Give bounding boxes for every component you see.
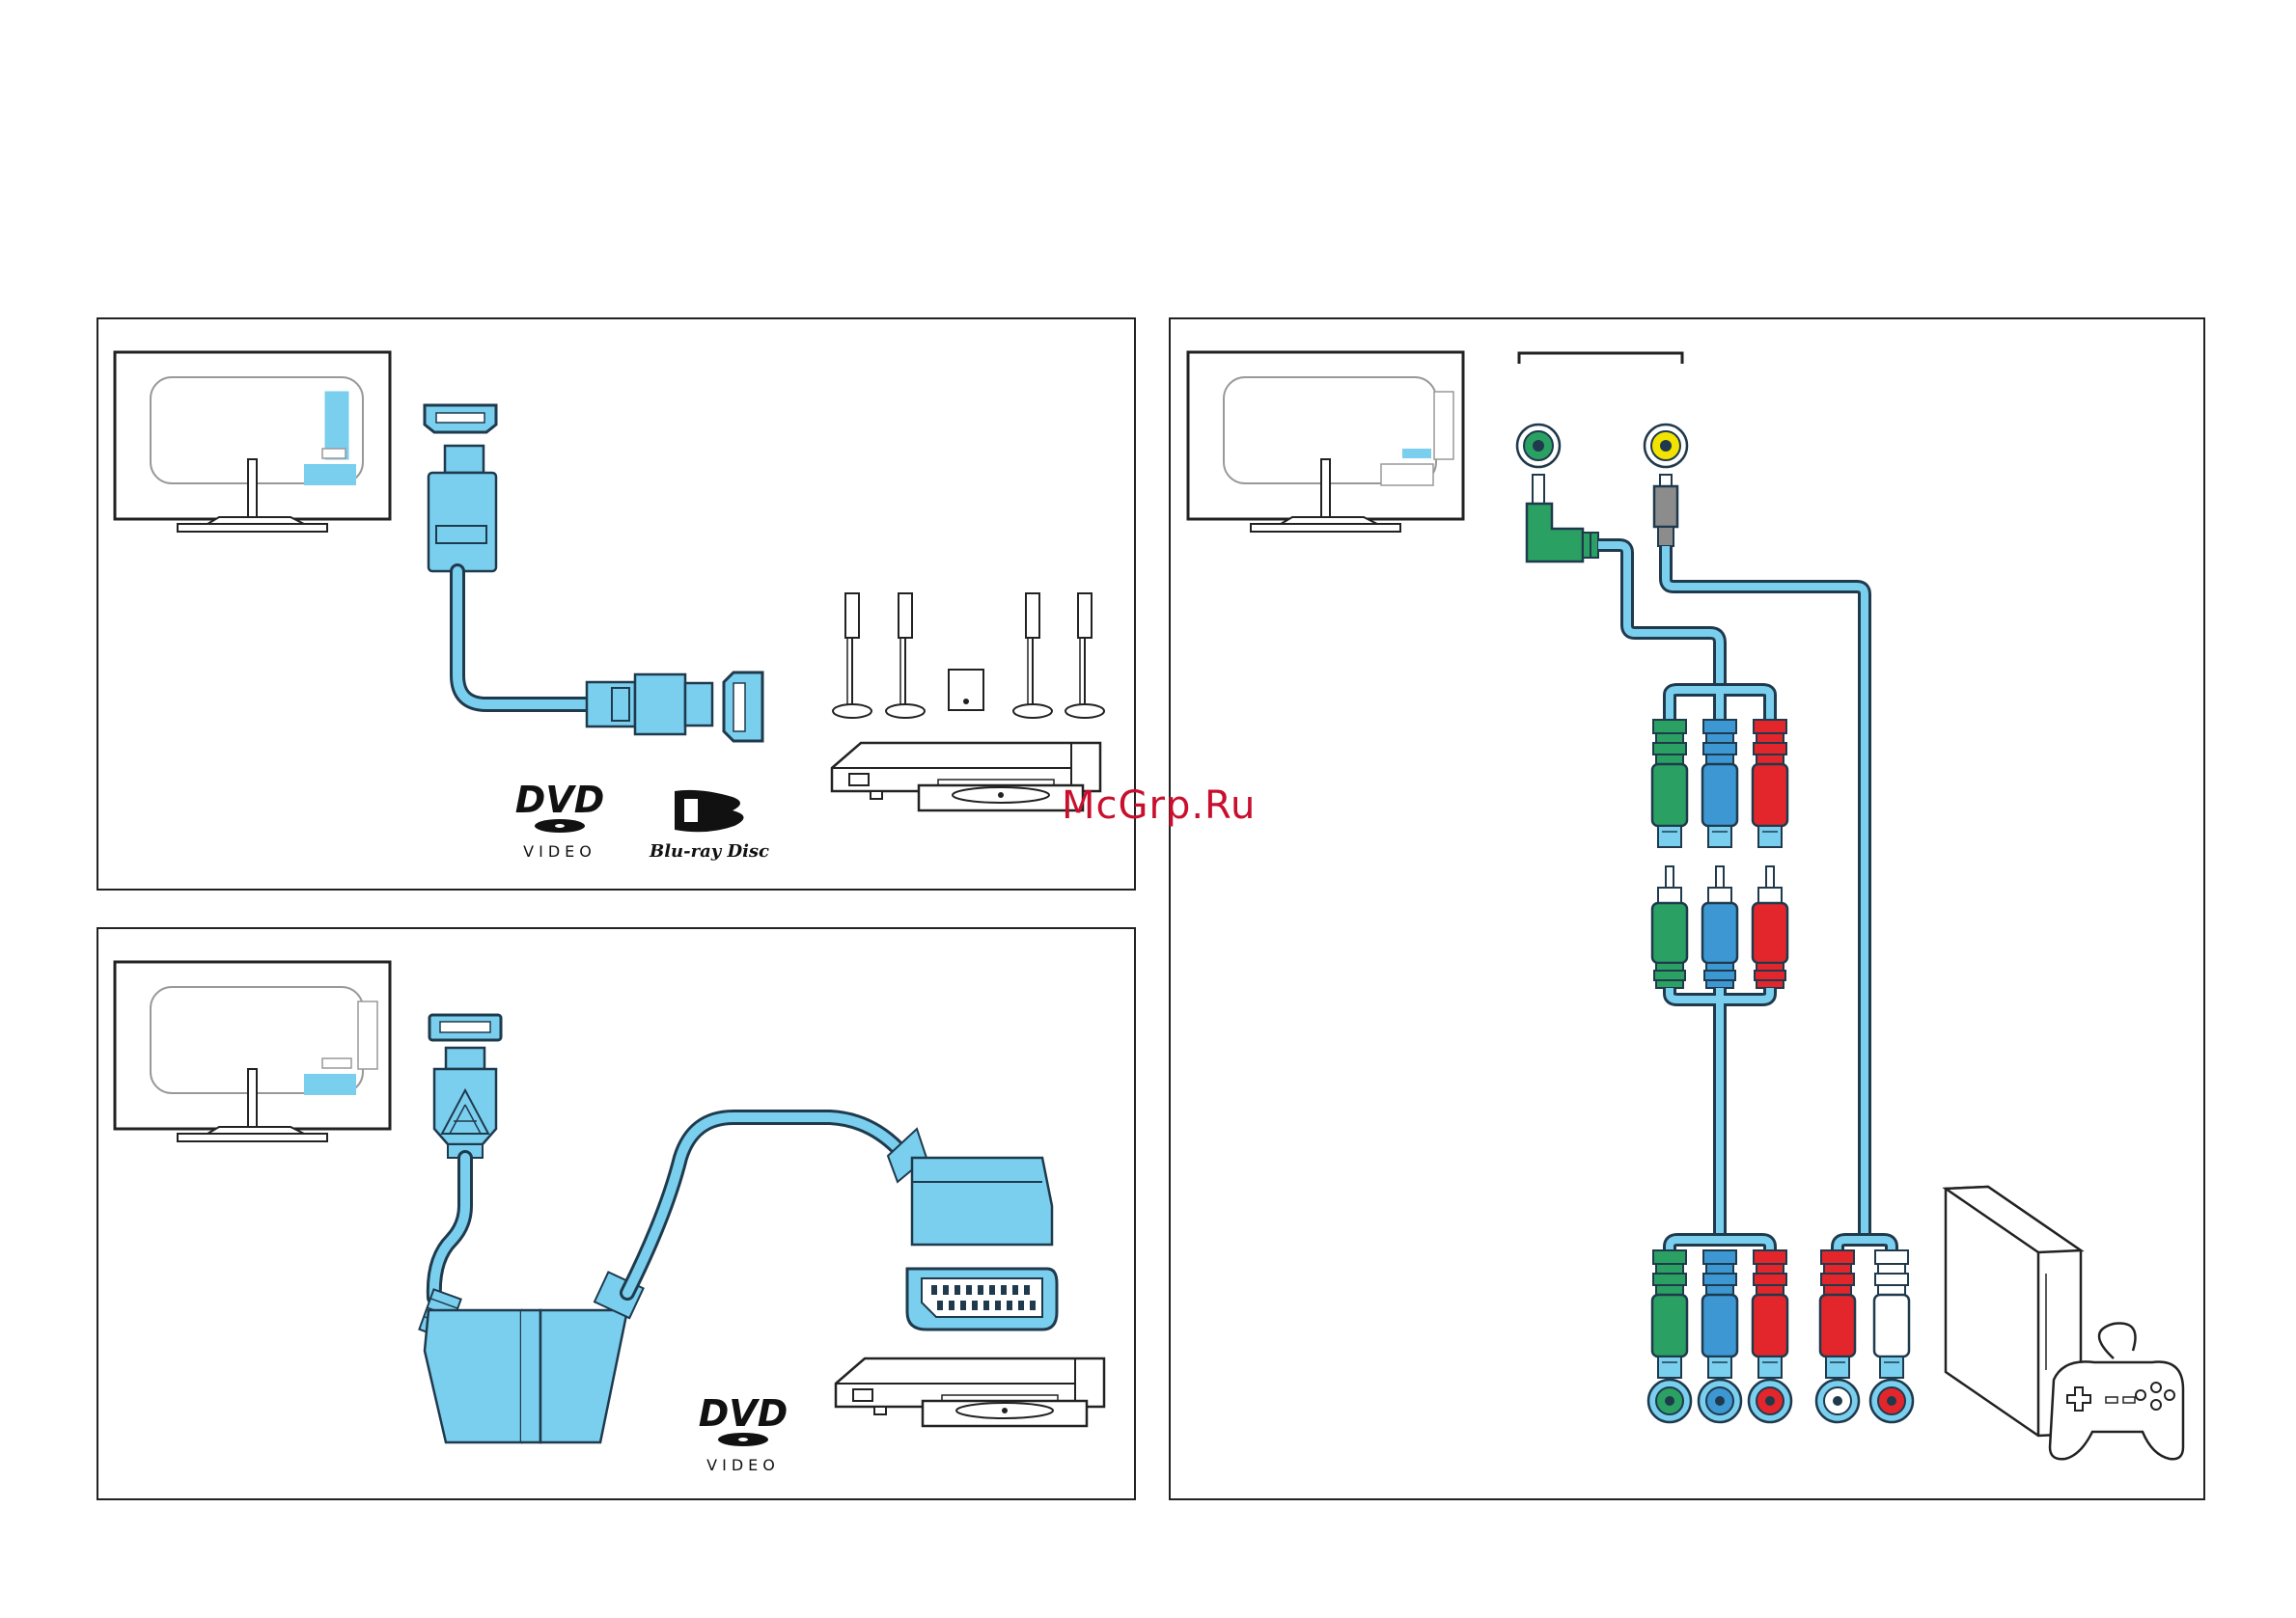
component-plugs-middle	[1652, 866, 1787, 1240]
dvd-logo: DVD VIDEO	[515, 779, 605, 861]
socket-green-icon	[1648, 1380, 1691, 1422]
hdmi-port-icon	[724, 672, 762, 741]
plug-green	[1652, 720, 1687, 847]
bluray-text: Blu-ray Disc	[649, 841, 769, 862]
plug-blue	[1702, 866, 1737, 988]
plug-green	[1652, 866, 1687, 988]
plug-red	[1753, 720, 1787, 847]
socket-white-icon	[1816, 1380, 1859, 1422]
audio-in-port-icon	[1645, 425, 1687, 467]
disc-player	[836, 1358, 1104, 1426]
plug-blue	[1702, 720, 1737, 847]
disc-player	[832, 743, 1100, 810]
component-sockets	[1648, 1380, 1913, 1422]
hdmi-port-icon	[425, 405, 496, 432]
component-cable-top	[1527, 475, 1865, 1240]
socket-red-icon	[1749, 1380, 1791, 1422]
dvd-logo: DVD VIDEO	[699, 1392, 788, 1474]
scart-socket-icon	[907, 1269, 1057, 1330]
dvd-video-text: VIDEO	[523, 842, 596, 861]
ypbpr-port-icon	[1517, 425, 1560, 467]
dvd-logo-text: DVD	[515, 779, 605, 821]
tv-icon	[1188, 352, 1463, 532]
dvd-video-text: VIDEO	[706, 1456, 780, 1474]
hdmi-port-icon	[429, 1015, 501, 1040]
component-cable-bottom	[1652, 1240, 1909, 1378]
socket-red-icon	[1870, 1380, 1913, 1422]
component-plugs-upper	[1652, 720, 1787, 847]
speaker-system	[833, 593, 1104, 718]
dvd-logo-text: DVD	[699, 1392, 788, 1435]
tv-icon	[115, 962, 390, 1141]
socket-blue-icon	[1699, 1380, 1741, 1422]
plug-red	[1753, 866, 1787, 988]
hdmi-cable	[425, 405, 762, 741]
port-group-bracket	[1519, 353, 1682, 364]
watermark: McGrp.Ru	[1062, 783, 1256, 828]
bluray-logo: Blu-ray Disc	[649, 790, 769, 862]
tv-icon	[115, 352, 390, 532]
